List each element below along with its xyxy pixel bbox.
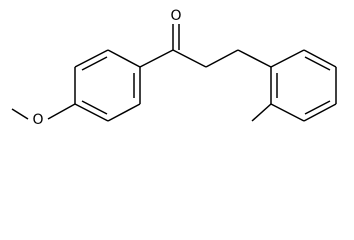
propanone-chain [139,24,272,68]
methoxy-oxygen-label: O [30,111,46,128]
chemical-structure-diagram: O O [11,6,337,128]
methoxyphenyl-ring [74,49,141,122]
svg-text:O: O [170,8,181,24]
methyl-group [251,103,272,122]
methylphenyl-ring [270,49,337,122]
svg-text:O: O [32,112,43,128]
carbonyl-oxygen-label: O [168,6,184,24]
methoxy-group [11,103,76,120]
